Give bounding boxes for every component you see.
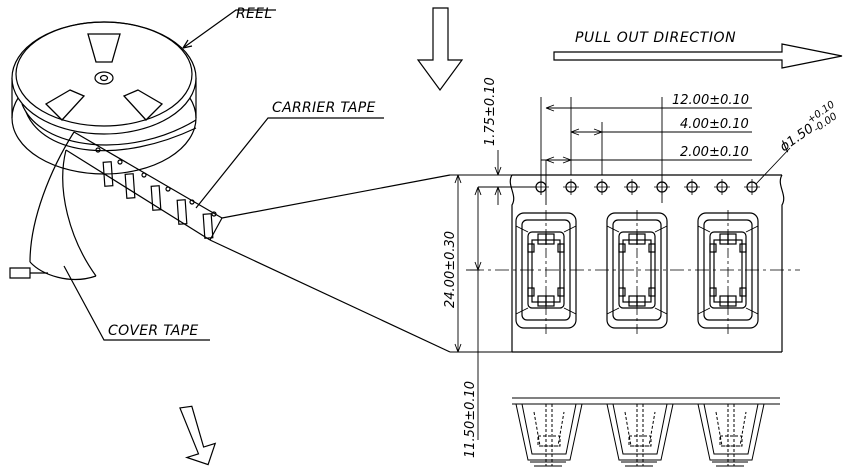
- tape-detail: [470, 174, 800, 353]
- sprocket-holes: [533, 179, 760, 195]
- dim-offset-115: 11.50±0.10: [463, 381, 478, 458]
- hole-dia-callout: ϕ1.50 +0.10 -0.00: [777, 99, 839, 155]
- pocket-3: [697, 210, 759, 334]
- pull-out-label: PULL OUT DIRECTION: [575, 30, 736, 46]
- vertical-dimensions: [450, 150, 536, 440]
- cover-tape-leader: [63, 265, 210, 341]
- top-down-arrow-icon: [416, 7, 464, 92]
- bottom-down-arrow-icon: [179, 405, 217, 466]
- reel-leader: [182, 9, 276, 49]
- pocket-2: [606, 210, 668, 334]
- cover-tape-label: COVER TAPE: [108, 323, 199, 339]
- carrier-tape-leader: [195, 117, 384, 209]
- dim-pitch-12: 12.00±0.10: [672, 93, 749, 108]
- dim-hole-dia: ϕ1.50: [777, 121, 816, 155]
- wound-tape: [21, 103, 197, 152]
- dim-pitch-2: 2.00±0.10: [680, 145, 749, 160]
- pocket-1: [515, 210, 577, 334]
- reel-label: REEL: [236, 6, 272, 22]
- reel: [11, 21, 197, 175]
- dim-width-24: 24.00±0.30: [443, 231, 458, 308]
- pitch-dimensions: [540, 97, 752, 205]
- pull-out-arrow-icon: [553, 43, 843, 69]
- side-section: [512, 397, 780, 467]
- carrier-tape-strip: [65, 131, 223, 241]
- dim-pitch-4: 4.00±0.10: [680, 117, 749, 132]
- hole-dia-leader: [755, 147, 791, 185]
- projection-lines: [209, 174, 451, 353]
- dim-edge-175: 1.75±0.10: [483, 77, 498, 146]
- cover-tape-strip: [9, 131, 97, 280]
- carrier-tape-label: CARRIER TAPE: [272, 100, 376, 116]
